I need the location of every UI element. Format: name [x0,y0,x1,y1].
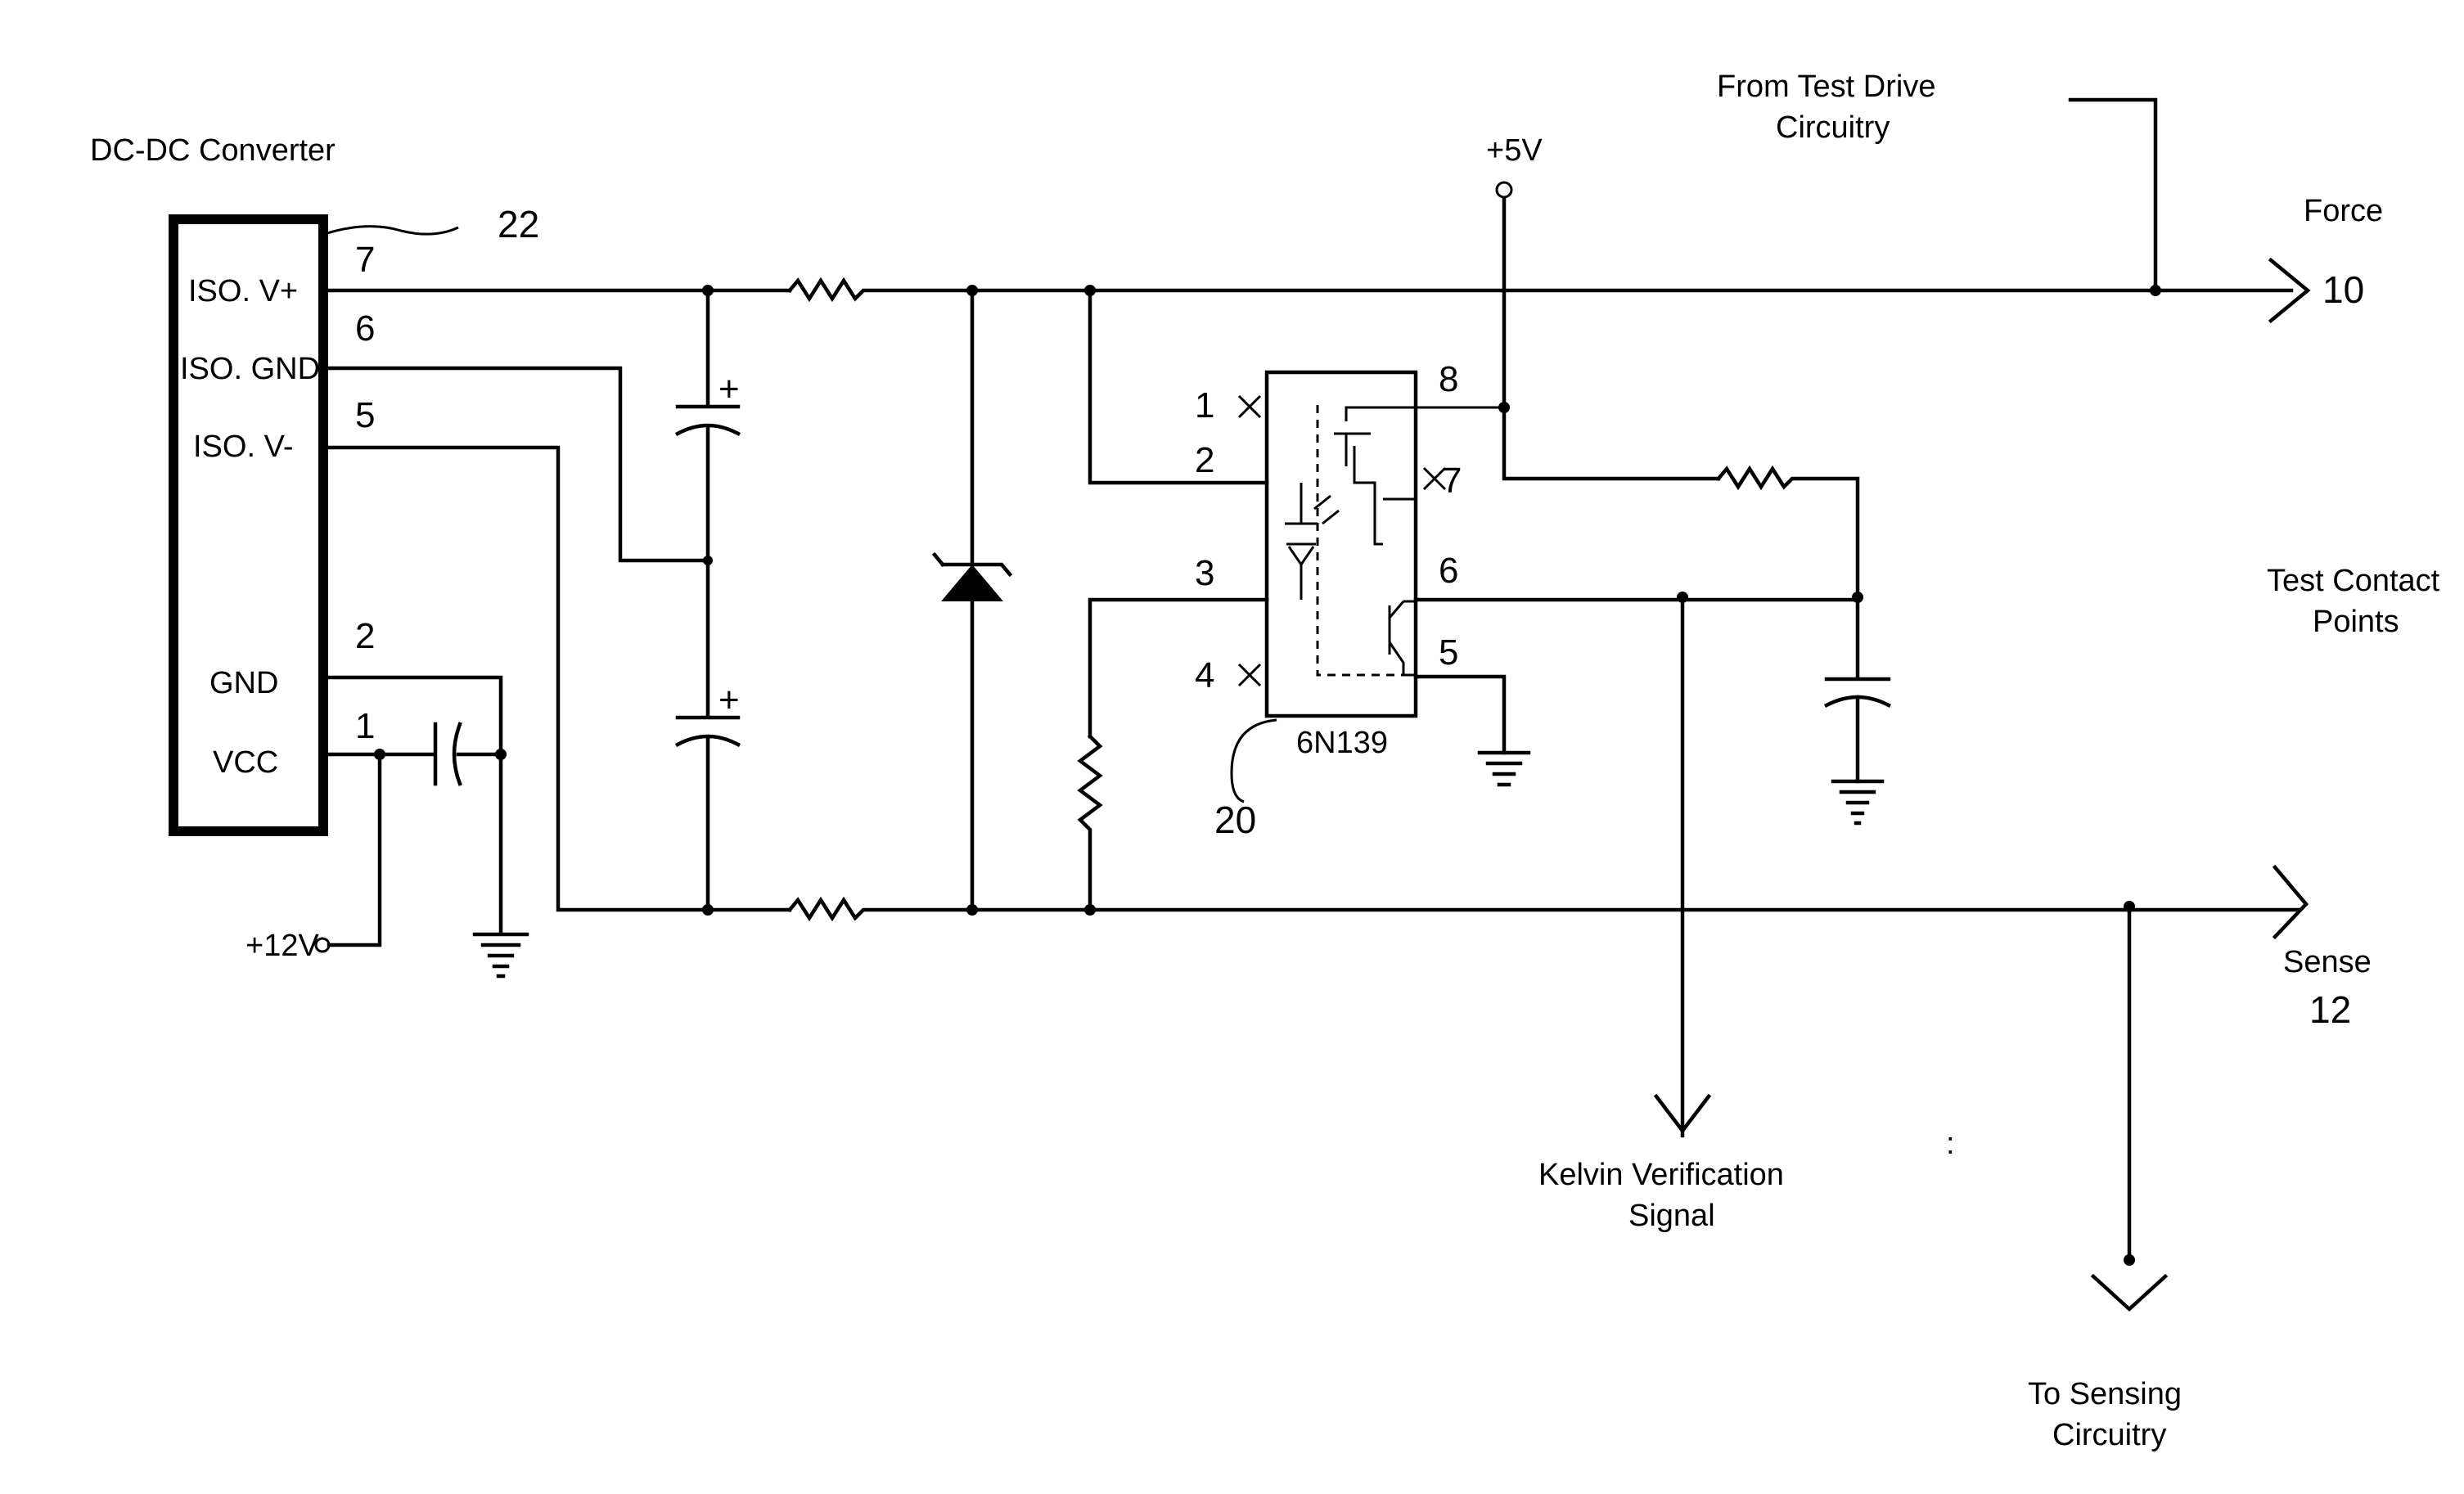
test-contact-line: Points [2313,605,2399,639]
pin-label-iso-vminus: ISO. V- [193,430,293,464]
opto-pin-8: 8 [1439,359,1458,399]
cap-top-junction [702,285,714,296]
to-sensing-arrow [2093,1276,2165,1309]
plus5v-terminal [1497,182,1511,197]
to-sensing-line: Circuitry [2052,1418,2166,1452]
plus12v-wire [329,754,380,945]
cap-bottom-junction [702,904,714,916]
lower-cap-plus: + [718,680,740,720]
stray-mark: : [1946,1127,1955,1161]
force-label: Force [2304,194,2383,228]
opto-pin2-wire [1090,290,1267,483]
test-contact-points-label: Test Contact Points [2267,564,2448,639]
pin-label-vcc: VCC [213,745,278,780]
force-ref-number: 10 [2322,268,2364,311]
converter-title: DC-DC Converter [90,133,336,168]
opto-internal-collector [1383,499,1416,601]
plus5v-label: +5V [1486,133,1543,168]
opto-pin3-wire [1090,600,1267,736]
opto-ref-number: 20 [1214,799,1256,841]
dc-dc-converter-block [173,219,323,831]
pull-down-resistor [1080,736,1100,910]
test-drive-junction [2150,285,2161,296]
opto-output-transistor [1390,601,1403,675]
sense-ref-number: 12 [2309,988,2351,1031]
to-sensing-junction-low [2124,1254,2135,1266]
from-test-drive-line: From Test Drive [1717,70,1935,104]
cap-mid-junction [703,556,713,565]
opto-ref-leader [1232,720,1277,802]
pin-label-iso-gnd: ISO. GND [180,352,320,386]
zener-top-junction [966,285,978,296]
sense-label: Sense [2283,945,2372,979]
opto-pin-7: 7 [1442,461,1462,501]
kelvin-label: Kelvin Verification Signal [1538,1158,1793,1233]
converter-ground-icon [475,934,527,976]
pin-number-2: 2 [355,616,375,656]
pullup-resistor [1718,469,1858,597]
top-resistor-and-force-rail [790,281,2291,299]
converter-ref-number: 22 [498,203,539,245]
opto-pin-5: 5 [1439,632,1458,673]
pin-number-7: 7 [355,240,375,280]
pin-label-gnd: GND [209,666,278,700]
pin8-junction [1498,402,1510,413]
pin-label-iso-vplus: ISO. V+ [188,274,298,308]
opto-feed-junction [1084,285,1096,296]
pin5-ground-wire [1416,677,1504,753]
opto-pin-3: 3 [1195,553,1214,593]
pin4-no-connect [1239,664,1260,686]
to-sensing-label: To Sensing Circuitry [2028,1377,2191,1452]
test-drive-wire [2070,100,2155,290]
plus12v-label: +12V [245,929,319,963]
opto-internal-led [1285,483,1318,600]
opto-pin-4: 4 [1195,655,1214,695]
upper-cap-plus: + [718,369,740,409]
from-test-drive-line: Circuitry [1776,110,1890,145]
test-contact-line: Test Contact [2267,564,2440,598]
zener-bottom-junction [966,904,978,916]
pulldown-bottom-junction [1084,904,1096,916]
from-test-drive-label: From Test Drive Circuitry [1717,70,1944,145]
kelvin-line: Kelvin Verification [1538,1158,1784,1192]
sense-arrow [2275,867,2306,937]
gnd-cap-junction [495,749,507,760]
converter-gnd-wire [326,677,501,933]
pin-number-5: 5 [355,395,375,435]
pin5-ground-icon [1480,753,1529,785]
plus5v-wire [1504,198,1718,479]
output-ground-icon [1833,781,1882,823]
kelvin-line: Signal [1628,1199,1715,1233]
iso-gnd-wire [326,368,708,560]
to-sensing-line: To Sensing [2028,1377,2182,1411]
converter-ref-leader [327,227,458,235]
opto-photo-transistor [1334,407,1504,544]
to-sensing-junction [2124,901,2135,912]
bottom-resistor-and-sense-rail [790,900,2300,918]
pin-number-6: 6 [355,308,375,349]
opto-pin-2: 2 [1195,440,1214,480]
opto-pin-6: 6 [1439,551,1458,591]
pin1-no-connect [1239,396,1260,417]
opto-part-number: 6N139 [1296,726,1388,760]
zener-diode-body [941,565,1003,601]
opto-pin-1: 1 [1195,385,1214,425]
pin-number-1: 1 [355,706,375,746]
